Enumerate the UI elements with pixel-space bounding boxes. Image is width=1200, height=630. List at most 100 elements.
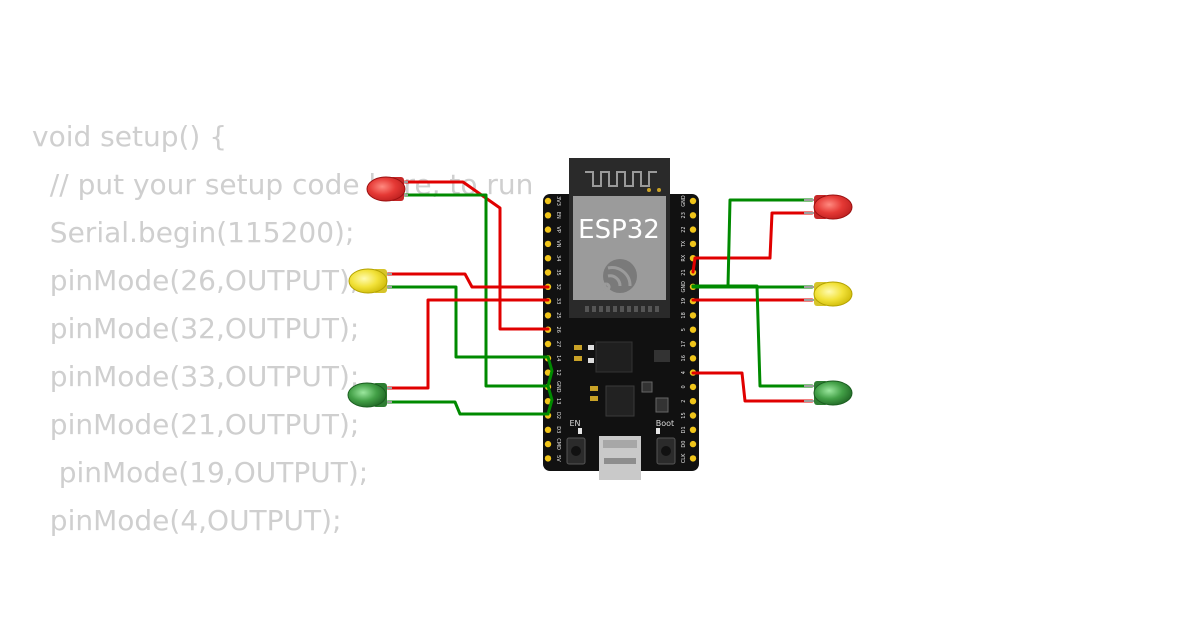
wire-green-led-left-signal — [386, 298, 550, 390]
led-red-right[interactable] — [804, 194, 853, 220]
smd-resistor — [574, 356, 582, 361]
pin-label: 5V — [555, 455, 561, 462]
wire-green-led-right-signal — [691, 371, 814, 403]
led-yellow-left[interactable] — [348, 268, 392, 294]
header-pin[interactable] — [689, 440, 697, 448]
code-line: pinMode(21,OUTPUT); — [32, 408, 360, 441]
pin-label: 13 — [555, 398, 561, 404]
led-green-left[interactable] — [347, 382, 392, 408]
pin-label: 16 — [681, 355, 687, 361]
header-pin[interactable] — [544, 455, 552, 462]
pin-label: CLK — [681, 453, 687, 463]
smd-component — [654, 350, 670, 362]
wire-green-led-right-gnd — [691, 284, 814, 388]
pin-label: GND — [681, 281, 687, 293]
pin-label: 35 — [555, 269, 561, 275]
pin-label: GND — [555, 381, 561, 393]
led-red-left[interactable] — [366, 176, 408, 202]
header-pin[interactable] — [689, 426, 697, 433]
header-pin[interactable] — [689, 340, 697, 348]
wire-red-led-left-gnd — [403, 193, 550, 388]
pin-label: VN — [555, 240, 561, 247]
esp32-board[interactable]: ESP32 EN Boot — [543, 158, 699, 480]
voltage-regulator — [595, 341, 633, 373]
header-pin[interactable] — [544, 440, 552, 448]
header-pin[interactable] — [544, 212, 552, 219]
header-pin[interactable] — [689, 326, 697, 333]
smd-led — [578, 428, 582, 434]
boot-button[interactable] — [656, 437, 676, 465]
module-pads — [585, 306, 659, 312]
pin-label: 32 — [555, 284, 561, 290]
espressif-logo-icon — [601, 259, 637, 293]
wire-yellow-led-left-signal — [386, 272, 550, 289]
pin-label: 21 — [681, 269, 687, 275]
header-pin[interactable] — [689, 212, 697, 219]
header-pin[interactable] — [544, 312, 552, 319]
led-yellow-right[interactable] — [804, 281, 853, 307]
pin-label: 17 — [681, 341, 687, 347]
header-pin[interactable] — [544, 340, 552, 348]
wire-red-led-right-signal — [691, 211, 814, 274]
pin-label: 23 — [681, 212, 687, 218]
header-pin[interactable] — [689, 383, 697, 391]
usb-chip — [605, 385, 635, 417]
en-button[interactable] — [566, 437, 586, 465]
smd-resistor — [590, 396, 598, 401]
antenna-trace — [585, 171, 657, 187]
pin-label: 5 — [681, 328, 687, 331]
wires — [386, 180, 814, 416]
pin-label: VP — [555, 226, 561, 232]
header-pin[interactable] — [689, 226, 697, 233]
code-line: pinMode(26,OUTPUT); — [32, 264, 360, 297]
code-line: Serial.begin(115200); — [32, 216, 355, 249]
header-pin[interactable] — [689, 412, 697, 419]
pin-label: D2 — [555, 412, 561, 419]
pin-label: 27 — [555, 341, 561, 347]
smd-resistor — [574, 345, 582, 350]
micro-usb-port[interactable] — [599, 436, 641, 480]
header-pin[interactable] — [544, 197, 552, 205]
pin-label: 12 — [555, 369, 561, 375]
pin-label: GND — [681, 195, 687, 207]
smd-transistor — [655, 397, 669, 413]
wire-green-led-left-gnd — [386, 400, 550, 416]
header-pin[interactable] — [544, 426, 552, 433]
antenna-pad — [657, 188, 661, 192]
boot-label: Boot — [656, 419, 674, 428]
pin-label: 22 — [681, 226, 687, 232]
pin-label: 0 — [681, 385, 687, 388]
pin-label: 26 — [555, 327, 561, 333]
header-pin[interactable] — [544, 255, 552, 262]
pin-label: RX — [681, 254, 687, 261]
pin-label: D1 — [681, 426, 687, 433]
header-pin[interactable] — [689, 355, 697, 362]
header-pin[interactable] — [689, 312, 697, 319]
pin-label: 3V3 — [555, 196, 561, 206]
wire-yellow-led-left-gnd — [386, 285, 550, 359]
wire-left-gnd-bridge — [546, 355, 554, 416]
header-pin[interactable] — [544, 240, 552, 248]
pin-label: 25 — [555, 312, 561, 318]
pin-label: 19 — [681, 298, 687, 304]
left-pin-header: 3V3ENVPVN343532332526271412GND13D2D3CMD5… — [544, 196, 561, 462]
pin-label: 14 — [555, 355, 561, 361]
header-pin[interactable] — [544, 398, 552, 405]
wire-red-led-left-signal — [403, 180, 550, 331]
header-pin[interactable] — [544, 269, 552, 276]
header-pin[interactable] — [689, 398, 697, 405]
led-green-right[interactable] — [804, 380, 853, 406]
header-pin[interactable] — [689, 197, 697, 205]
antenna-pad — [647, 188, 651, 192]
pin-label: 18 — [681, 312, 687, 318]
header-pin[interactable] — [689, 455, 697, 462]
header-pin[interactable] — [544, 226, 552, 233]
smd-cap — [588, 358, 594, 363]
code-line: pinMode(32,OUTPUT); — [32, 312, 360, 345]
pin-label: D3 — [555, 426, 561, 433]
pin-label: D0 — [681, 441, 687, 448]
header-pin[interactable] — [689, 240, 697, 248]
en-label: EN — [569, 419, 580, 428]
